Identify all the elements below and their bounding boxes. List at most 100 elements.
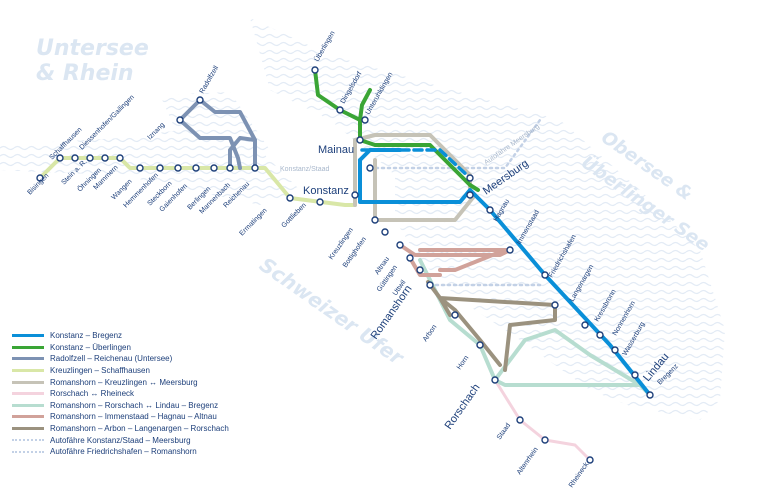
legend-label: Romanshorn – Arbon – Langenargen – Rorsc… <box>50 424 229 434</box>
legend-label: Konstanz – Bregenz <box>50 331 123 341</box>
stop-arbon[interactable] <box>451 311 459 319</box>
stop-diessenhofen[interactable] <box>86 154 94 162</box>
stop-nonnenhorn[interactable] <box>596 331 604 339</box>
legend-swatch <box>12 357 44 361</box>
stop-gottlieben[interactable] <box>316 198 324 206</box>
stop-kressbronn[interactable] <box>581 321 589 329</box>
stop-mainau[interactable] <box>356 136 364 144</box>
legend-item: Autofähre Friedrichshafen – Romanshorn <box>12 446 312 458</box>
legend-item: Romanshorn – Arbon – Langenargen – Rorsc… <box>12 423 312 435</box>
label-ermatingen: Ermatingen <box>238 207 268 237</box>
legend-item: Romanshorn – Immenstaad – Hagnau – Altna… <box>12 411 312 423</box>
label-konstanz: Konstanz <box>303 185 349 197</box>
route-altnau <box>398 243 512 277</box>
stop-immenstaad[interactable] <box>506 246 514 254</box>
stop-altenrhein[interactable] <box>541 436 549 444</box>
label-rheineck: Rheineck <box>568 461 591 489</box>
label-gottlieben: Gottlieben <box>280 202 308 230</box>
route-bregenz-dashed <box>360 148 472 180</box>
route-untersee <box>178 98 257 170</box>
stop-staad[interactable] <box>516 416 524 424</box>
legend-label: Romanshorn – Immenstaad – Hagnau – Altna… <box>50 412 217 422</box>
legend-label: Konstanz – Überlingen <box>50 342 131 352</box>
label-altenrhein: Altenrhein <box>516 446 540 476</box>
stop-guettingen[interactable] <box>406 254 414 262</box>
legend-label: Kreuzlingen – Schaffhausen <box>50 366 150 376</box>
stop-radolfzell[interactable] <box>196 96 204 104</box>
stop-oehningen[interactable] <box>101 154 109 162</box>
stop-dingelsdorf[interactable] <box>336 106 344 114</box>
legend-swatch <box>12 415 44 419</box>
stop-konstanz-staad[interactable] <box>366 164 374 172</box>
legend-item: Kreuzlingen – Schaffhausen <box>12 365 312 377</box>
label-mainau: Mainau <box>318 144 354 156</box>
legend-item: Autofähre Konstanz/Staad – Meersburg <box>12 434 312 446</box>
stop-wasserburg[interactable] <box>611 346 619 354</box>
stop-langenargen[interactable] <box>551 301 559 309</box>
stop-mammern[interactable] <box>116 154 124 162</box>
legend-swatch <box>12 345 44 349</box>
stop-kreuzlingen[interactable] <box>371 216 379 224</box>
stop-hagnau[interactable] <box>486 206 494 214</box>
stop-friedrichshafen[interactable] <box>541 271 549 279</box>
legend-swatch <box>12 380 44 384</box>
legend-item: Romanshorn – Kreuzlingen ↔ Meersburg <box>12 376 312 388</box>
region-untersee: Untersee & Rhein <box>36 36 149 86</box>
legend-item: Rorschach ↔ Rheineck <box>12 388 312 400</box>
stop-ermatingen[interactable] <box>286 194 294 202</box>
label-arbon: Arbon <box>422 324 439 343</box>
stop-rorschach[interactable] <box>491 376 499 384</box>
label-horn: Horn <box>456 355 470 372</box>
stop-schaffhausen[interactable] <box>56 154 64 162</box>
legend-swatch <box>12 369 44 373</box>
stop-hemmenhofen[interactable] <box>156 164 164 172</box>
stop-wangen[interactable] <box>136 164 144 172</box>
legend-item: Konstanz – Überlingen <box>12 342 312 354</box>
stop-rheineck[interactable] <box>586 456 594 464</box>
legend-item: Romanshorn – Rorschach ↔ Lindau – Bregen… <box>12 400 312 412</box>
stop-meersburg-b[interactable] <box>466 191 474 199</box>
stop-uttwil[interactable] <box>416 266 424 274</box>
stop-altnau[interactable] <box>396 241 404 249</box>
stop-bottighofen[interactable] <box>381 228 389 236</box>
legend-label: Rorschach ↔ Rheineck <box>50 389 135 399</box>
stop-romanshorn[interactable] <box>426 281 434 289</box>
stop-lindau[interactable] <box>631 371 639 379</box>
legend-label: Romanshorn – Kreuzlingen ↔ Meersburg <box>50 377 198 387</box>
legend-swatch <box>12 450 44 453</box>
legend-label: Autofähre Konstanz/Staad – Meersburg <box>50 435 191 445</box>
label-rorschach: Rorschach <box>443 382 483 432</box>
region-label-untersee: Untersee <box>36 36 149 61</box>
route-arbon <box>426 280 557 372</box>
route-rheineck <box>493 378 592 462</box>
legend-swatch <box>12 439 44 442</box>
stop-iznang[interactable] <box>176 116 184 124</box>
stop-bisingen[interactable] <box>36 174 44 182</box>
stop-konstanz[interactable] <box>351 191 359 199</box>
stop-steckborn[interactable] <box>174 164 182 172</box>
stop-berlingen[interactable] <box>210 164 218 172</box>
legend-item: Konstanz – Bregenz <box>12 330 312 342</box>
region-label-rhein: & Rhein <box>36 61 134 86</box>
label-radolfzell: Radolfzell <box>199 64 221 95</box>
stop-meersburg-a[interactable] <box>466 174 474 182</box>
stop-bregenz[interactable] <box>646 391 654 399</box>
stop-mannenbach[interactable] <box>226 164 234 172</box>
stop-stein[interactable] <box>71 154 79 162</box>
label-staad: Staad <box>496 422 512 441</box>
route-ferry-konstanz-meersburg <box>368 118 542 170</box>
stop-gaienhofen[interactable] <box>192 164 200 172</box>
stop-unteruhldingen[interactable] <box>361 116 369 124</box>
stop-reichenau[interactable] <box>251 164 259 172</box>
legend-item: Radolfzell – Reichenau (Untersee) <box>12 353 312 365</box>
legend-label: Radolfzell – Reichenau (Untersee) <box>50 354 173 364</box>
legend-swatch <box>12 334 44 338</box>
stop-ueberlingen[interactable] <box>311 66 319 74</box>
legend-label: Romanshorn – Rorschach ↔ Lindau – Bregen… <box>50 400 219 410</box>
label-konstanz-staad: Konstanz/Staad <box>280 166 330 173</box>
stop-horn[interactable] <box>476 341 484 349</box>
legend-label: Autofähre Friedrichshafen – Romanshorn <box>50 447 197 457</box>
legend-swatch <box>12 392 44 396</box>
